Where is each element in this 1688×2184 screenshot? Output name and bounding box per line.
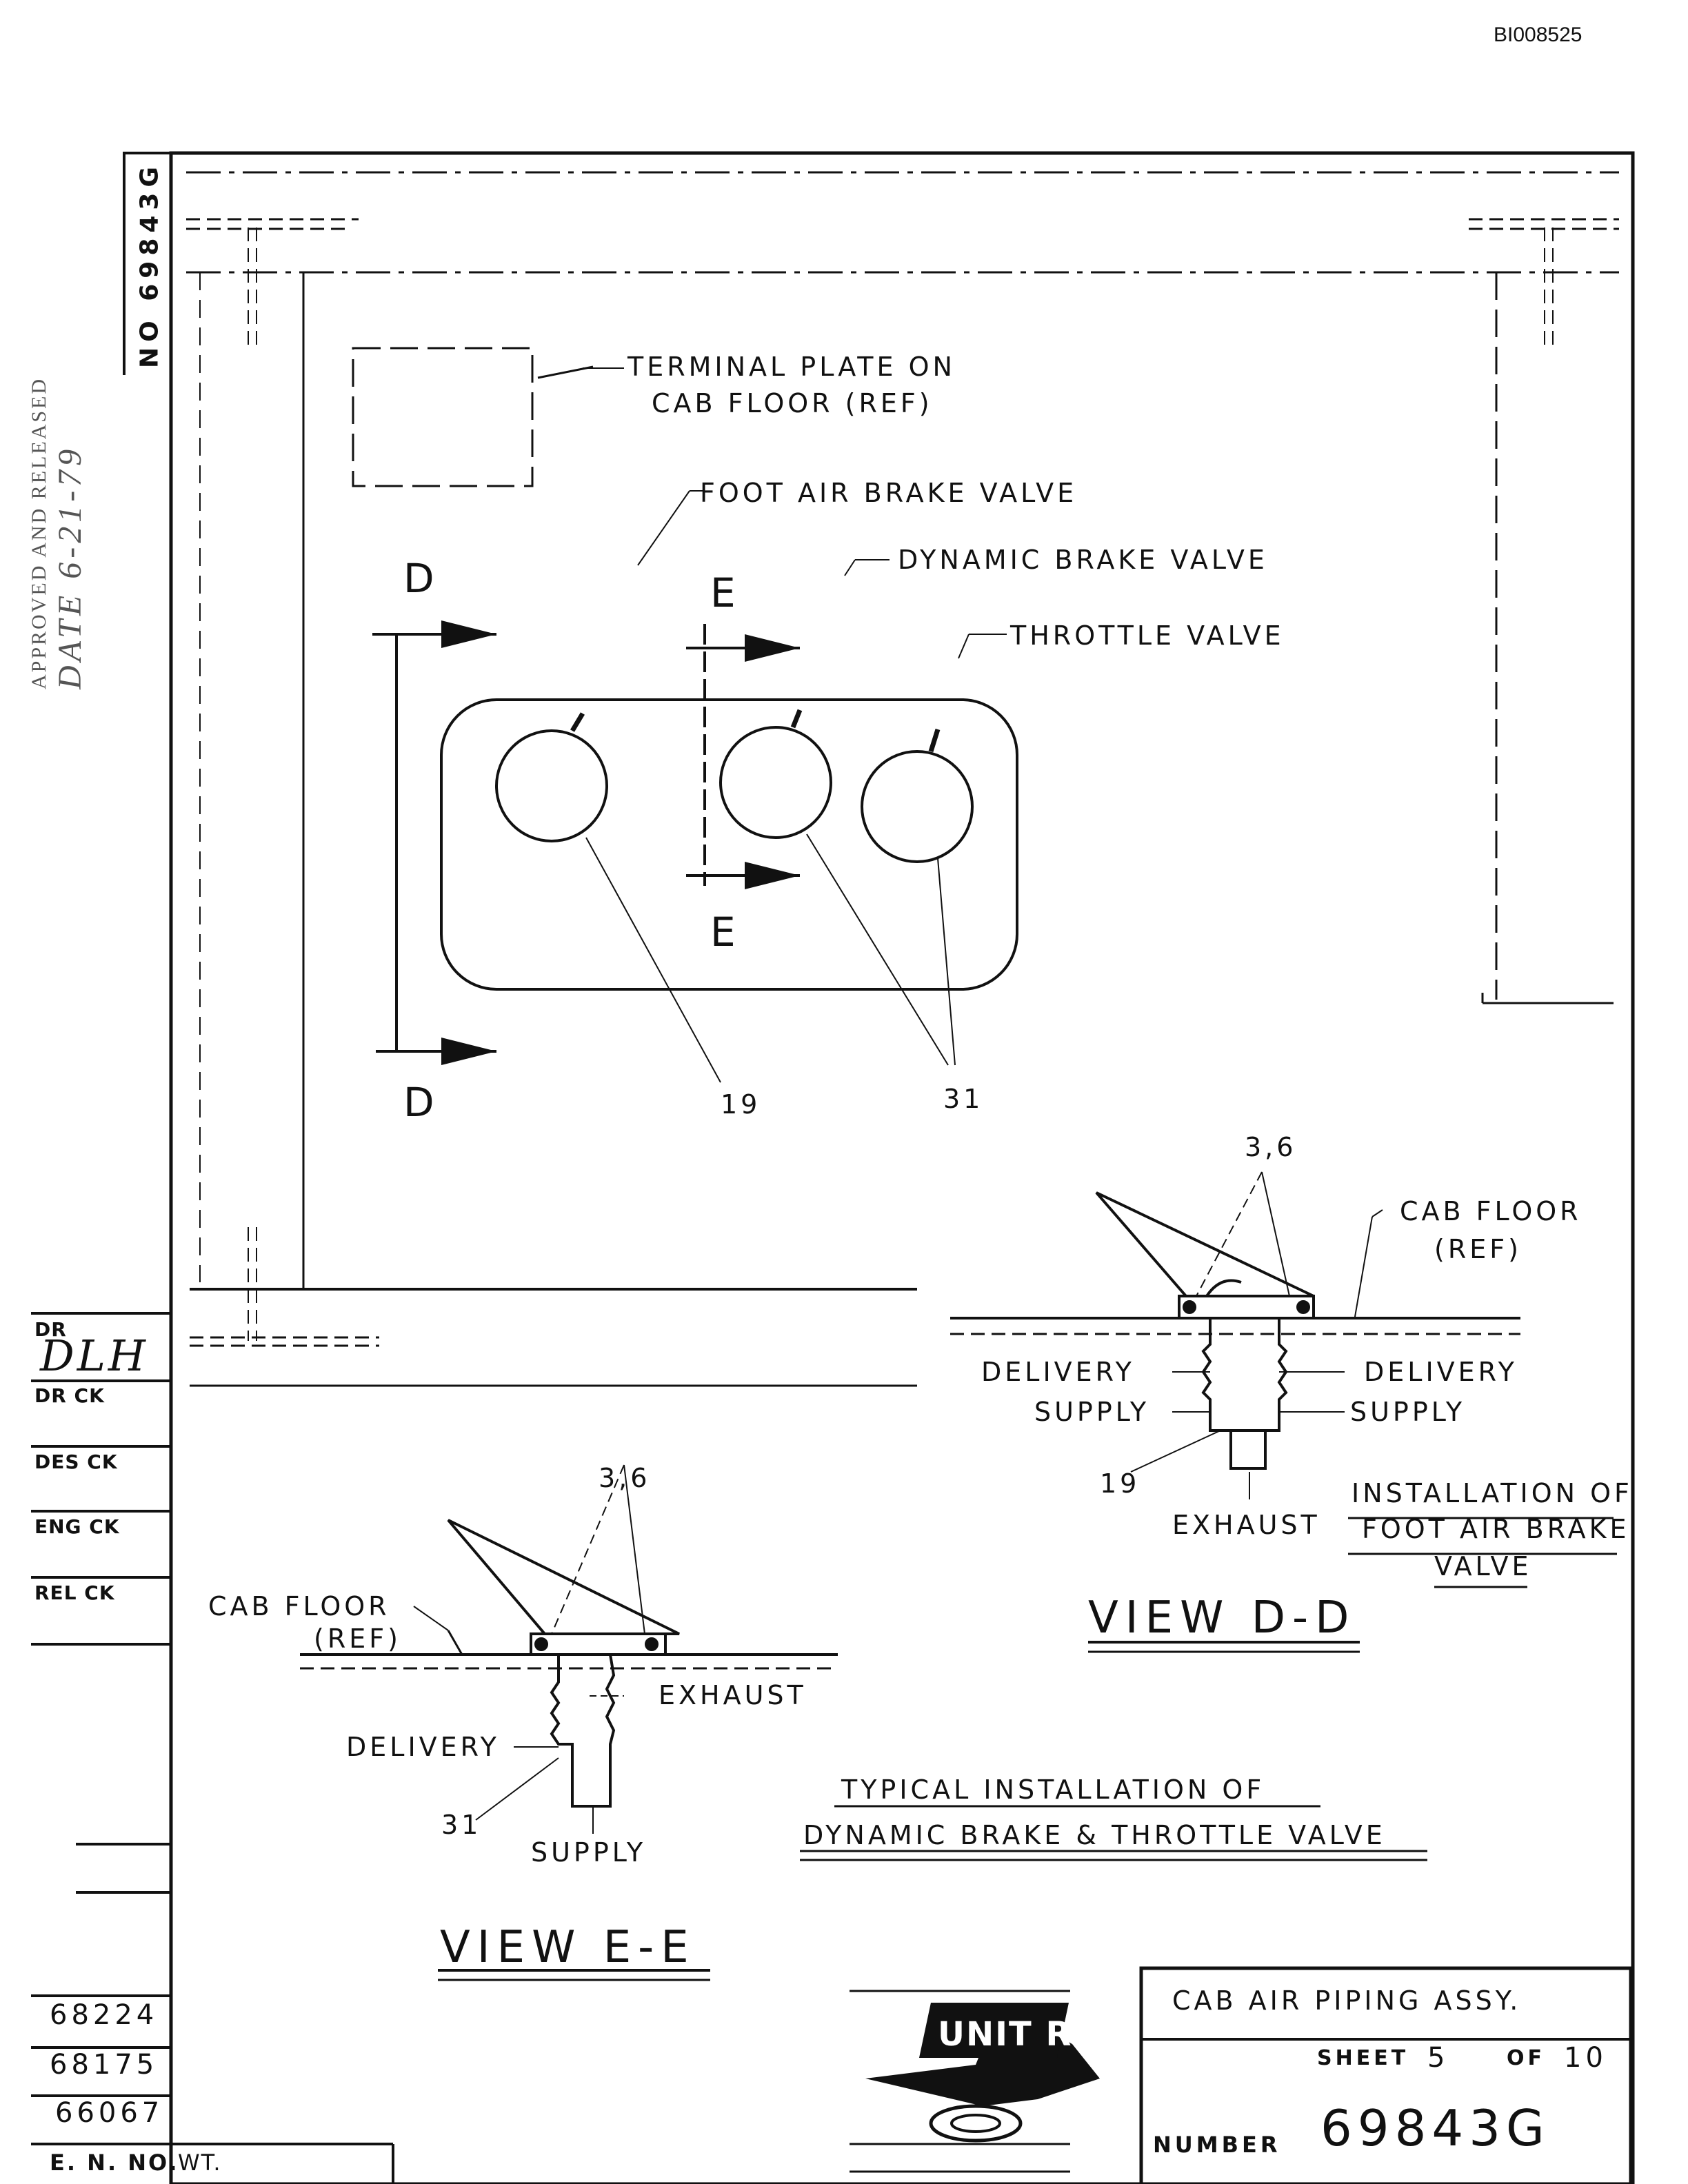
ref-19-label: 19 (721, 1089, 761, 1120)
typical-note-line-1: TYPICAL INSTALLATION OF (841, 1775, 1265, 1805)
view-dd-installation-1: INSTALLATION OF (1352, 1478, 1633, 1508)
valve-plate-outline (440, 698, 1018, 991)
section-e-bottom-label: E (710, 909, 741, 956)
sidebar-en-number-1: 68224 (50, 1999, 159, 2031)
svg-text:UNIT RIG: UNIT RIG (938, 2015, 1115, 2054)
sidebar-en-number-3: 66067 (55, 2097, 164, 2129)
view-dd-supply-left: SUPPLY (1034, 1397, 1150, 1427)
sidebar-en-number-2: 68175 (50, 2049, 159, 2081)
sidebar-en-no: E. N. NO. (50, 2150, 179, 2176)
unit-rig-logo: UNIT RIG (865, 2003, 1115, 2143)
foot-air-brake-valve-label: FOOT AIR BRAKE VALVE (700, 478, 1078, 508)
title-block-number-label: NUMBER (1153, 2132, 1281, 2158)
view-ee-cab-floor-2: (REF) (314, 1624, 401, 1654)
throttle-valve-label: THROTTLE VALVE (1010, 620, 1285, 651)
view-ee-exhaust: EXHAUST (659, 1680, 807, 1710)
view-dd-installation-2: FOOT AIR BRAKE (1362, 1514, 1630, 1544)
dynamic-brake-valve-symbol (719, 726, 832, 839)
view-dd-ref-36: 3,6 (1245, 1132, 1297, 1162)
document-id: BI008525 (1494, 23, 1582, 46)
foot-air-brake-valve-symbol (495, 729, 608, 842)
section-d-top-label: D (403, 555, 440, 602)
drawing-number-vertical: NO 69843G (123, 152, 174, 375)
sidebar-eng-ck: ENG CK (34, 1515, 120, 1538)
terminal-plate-leader (583, 367, 624, 369)
sidebar-dr-ck: DR CK (34, 1384, 105, 1407)
sidebar-dr-initials: DLH (40, 1331, 148, 1381)
title-block-title: CAB AIR PIPING ASSY. (1172, 1985, 1522, 2016)
title-block-sheet-number: 5 (1427, 2042, 1449, 2074)
section-d-bottom-label: D (403, 1079, 440, 1126)
view-dd-exhaust: EXHAUST (1172, 1510, 1320, 1540)
view-dd-ref-19: 19 (1100, 1468, 1141, 1499)
view-ee-ref-31: 31 (441, 1810, 482, 1840)
ref-31-label: 31 (943, 1084, 984, 1114)
section-e-top-label: E (710, 569, 741, 616)
sidebar-des-ck: DES CK (34, 1450, 118, 1473)
view-dd-title: VIEW D-D (1088, 1593, 1356, 1644)
terminal-plate-outline (352, 347, 534, 487)
view-ee-delivery: DELIVERY (346, 1732, 500, 1762)
view-dd-installation-3: VALVE (1434, 1551, 1532, 1581)
view-ee-supply: SUPPLY (531, 1837, 647, 1868)
view-ee-ref-36: 3,6 (599, 1463, 651, 1493)
drawing-border (169, 151, 1635, 2184)
title-block-sheet-label: SHEET (1317, 2046, 1409, 2070)
title-block-number: 69843G (1320, 2099, 1550, 2157)
title-block-frame (1139, 1966, 1633, 2184)
title-block-sheet-total: 10 (1564, 2042, 1607, 2074)
sidebar-rel-ck: REL CK (34, 1581, 115, 1604)
dynamic-brake-valve-label: DYNAMIC BRAKE VALVE (898, 545, 1268, 575)
view-ee-title: VIEW E-E (440, 1922, 696, 1973)
view-dd-delivery-right: DELIVERY (1364, 1357, 1518, 1387)
terminal-plate-label-1: TERMINAL PLATE ON (627, 352, 956, 382)
throttle-valve-symbol (861, 750, 974, 863)
terminal-plate-label-2: CAB FLOOR (REF) (652, 388, 933, 418)
sidebar-dr: DR (34, 1318, 67, 1341)
view-ee-cab-floor-1: CAB FLOOR (208, 1591, 390, 1621)
view-dd-cab-floor-2: (REF) (1434, 1234, 1522, 1264)
view-dd-delivery-left: DELIVERY (981, 1357, 1135, 1387)
typical-note-line-2: DYNAMIC BRAKE & THROTTLE VALVE (803, 1820, 1386, 1850)
sidebar-wt: WT. (178, 2150, 222, 2176)
title-block-of-label: OF (1507, 2046, 1545, 2070)
view-dd-supply-right: SUPPLY (1350, 1397, 1466, 1427)
view-dd-cab-floor-1: CAB FLOOR (1400, 1196, 1582, 1226)
